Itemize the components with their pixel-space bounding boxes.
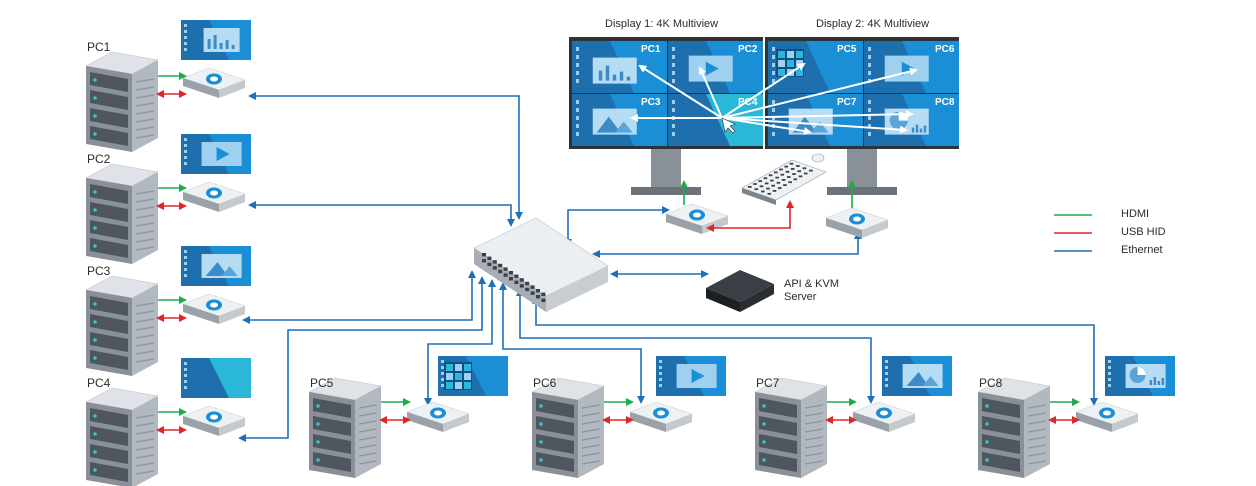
pc4-label: PC4 bbox=[87, 376, 111, 390]
pc6-encoder bbox=[629, 401, 693, 432]
pc4-server bbox=[85, 387, 159, 486]
pc5-encoder bbox=[406, 401, 470, 432]
display2-monitor-tile-4 bbox=[864, 94, 959, 146]
pc5-server bbox=[308, 377, 382, 478]
pc2-server bbox=[85, 163, 159, 264]
ethernet-link-pc3 bbox=[242, 270, 476, 324]
display2-label: Display 2: 4K Multiview bbox=[816, 18, 930, 30]
pc7-label: PC7 bbox=[756, 376, 780, 390]
pc7-screen bbox=[882, 356, 952, 396]
tile-label-pc8: PC8 bbox=[935, 97, 955, 108]
display1-monitor-tile-1 bbox=[572, 41, 667, 93]
legend-label-ethernet: Ethernet bbox=[1121, 244, 1163, 256]
tile-label-pc5: PC5 bbox=[837, 44, 857, 55]
tile-label-pc7: PC7 bbox=[837, 97, 857, 108]
pc4-encoder bbox=[182, 405, 246, 436]
pc3-encoder bbox=[182, 293, 246, 324]
ethernet-links bbox=[238, 92, 1098, 442]
mouse-cursor-icon bbox=[721, 117, 736, 134]
receiver1-usb-link bbox=[706, 200, 794, 232]
cursor-arrow-1 bbox=[638, 64, 723, 119]
display2-monitor bbox=[765, 37, 959, 195]
ethernet-link-receiver1 bbox=[564, 206, 670, 247]
pc6-server bbox=[531, 377, 605, 478]
server-label: API & KVM Server bbox=[784, 278, 839, 304]
pc8-server bbox=[977, 377, 1051, 478]
network-switch bbox=[473, 217, 609, 312]
pc2-label: PC2 bbox=[87, 152, 111, 166]
receiver1-decoder bbox=[665, 203, 729, 234]
pc2-screen bbox=[181, 134, 251, 174]
server-label-line2: Server bbox=[784, 291, 817, 303]
pc7-encoder bbox=[852, 401, 916, 432]
cursor-arrow-2 bbox=[698, 66, 723, 119]
mouse-icon bbox=[811, 153, 825, 163]
server-label-line1: API & KVM bbox=[784, 278, 840, 290]
pc4-screen bbox=[181, 358, 251, 398]
tile-label-pc1: PC1 bbox=[641, 44, 661, 55]
receiver2-decoder bbox=[825, 207, 889, 238]
pc7-server bbox=[754, 377, 828, 478]
devices-layer bbox=[85, 20, 1175, 486]
ethernet-link-receiver2 bbox=[592, 231, 862, 258]
pc5-label: PC5 bbox=[310, 376, 334, 390]
pc3-label: PC3 bbox=[87, 264, 111, 278]
ethernet-link-pc8 bbox=[532, 296, 1098, 406]
display1-monitor-tile-3 bbox=[572, 94, 667, 146]
display2-monitor-tile-2 bbox=[864, 41, 959, 93]
cursor-arrow-6 bbox=[721, 110, 914, 119]
pc8-label: PC8 bbox=[979, 376, 1003, 390]
cursor-arrow-8 bbox=[721, 117, 908, 134]
display1-label: Display 1: 4K Multiview bbox=[605, 18, 719, 30]
pc8-screen bbox=[1105, 356, 1175, 396]
pc1-encoder bbox=[182, 67, 246, 98]
cursor-arrow-5 bbox=[721, 67, 918, 119]
pc6-screen bbox=[656, 356, 726, 396]
keyboard-icon bbox=[741, 159, 827, 205]
display1-monitor-tile-2 bbox=[668, 41, 763, 93]
tile-label-pc4: PC4 bbox=[738, 97, 758, 108]
ethernet-link-pc5 bbox=[424, 279, 496, 406]
tile-label-pc2: PC2 bbox=[738, 44, 758, 55]
pc3-server bbox=[85, 275, 159, 376]
tile-label-pc6: PC6 bbox=[935, 44, 955, 55]
pc1-server bbox=[85, 51, 159, 152]
pc5-screen bbox=[438, 356, 508, 396]
pc1-screen bbox=[181, 20, 251, 60]
pc6-label: PC6 bbox=[533, 376, 557, 390]
legend-label-usb-hid: USB HID bbox=[1121, 226, 1166, 238]
api-kvm-server bbox=[706, 270, 774, 312]
tile-label-pc3: PC3 bbox=[641, 97, 661, 108]
legend-label-hdmi: HDMI bbox=[1121, 208, 1150, 220]
cursor-arrow-4 bbox=[721, 62, 806, 119]
cursor-arrow-7 bbox=[721, 117, 812, 136]
ethernet-link-pc1 bbox=[248, 92, 523, 220]
ethernet-link-pc2 bbox=[248, 201, 515, 227]
pc2-encoder bbox=[182, 181, 246, 212]
pc3-screen bbox=[181, 246, 251, 286]
pc1-label: PC1 bbox=[87, 40, 111, 54]
pc8-encoder bbox=[1075, 401, 1139, 432]
